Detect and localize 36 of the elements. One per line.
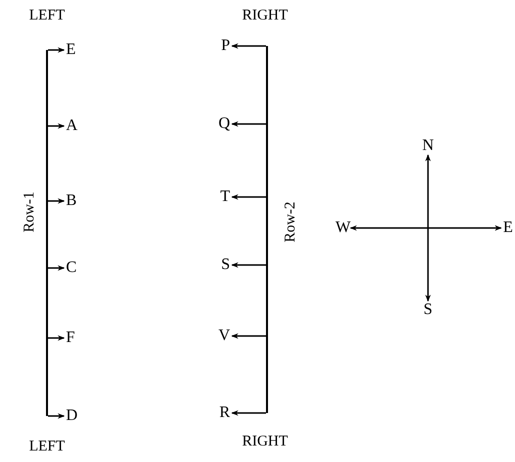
direction-label: S <box>424 302 432 318</box>
arrow <box>231 410 266 416</box>
arrow <box>48 413 65 419</box>
direction-label: E <box>503 220 513 236</box>
letter-label: A <box>66 118 78 134</box>
direction-label: N <box>422 138 434 154</box>
letter-label: F <box>66 330 75 346</box>
side-label: RIGHT <box>242 8 288 24</box>
arrow <box>48 198 65 204</box>
direction-label: W <box>335 220 351 236</box>
arrow <box>231 333 266 339</box>
letter-label: E <box>66 42 76 58</box>
letter-label: Q <box>218 116 230 132</box>
side-label: LEFT <box>29 440 65 454</box>
side-label: RIGHT <box>242 434 288 450</box>
arrow <box>48 335 65 341</box>
arrow <box>231 121 266 127</box>
letter-label: D <box>66 408 78 424</box>
row-label: Row-1 <box>22 192 38 232</box>
letter-label: P <box>221 38 230 54</box>
arrow <box>425 154 431 302</box>
row-label: Row-2 <box>284 202 298 242</box>
letter-label: T <box>220 189 230 205</box>
arrow <box>231 43 266 49</box>
letter-label: V <box>218 328 230 344</box>
side-label: LEFT <box>29 8 65 24</box>
arrow <box>231 194 266 200</box>
letter-label: S <box>221 257 230 273</box>
arrow <box>48 123 65 129</box>
letter-label: B <box>66 193 77 209</box>
arrow <box>48 265 65 271</box>
letter-label: R <box>219 405 230 421</box>
letter-label: C <box>66 260 77 276</box>
arrow <box>48 47 65 53</box>
arrow <box>350 225 502 231</box>
arrow <box>231 262 266 268</box>
